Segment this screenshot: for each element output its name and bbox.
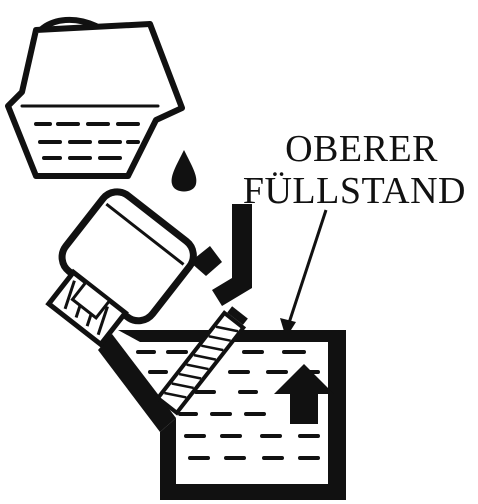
dipstick-icon bbox=[158, 305, 250, 413]
oil-drop-icon bbox=[172, 150, 197, 192]
level-pointer bbox=[280, 210, 326, 338]
label-upper-level-line-2: FÜLLSTAND bbox=[243, 170, 466, 212]
label-upper-level-line-1: OBERER bbox=[285, 128, 438, 170]
measuring-jug-icon bbox=[8, 20, 182, 176]
